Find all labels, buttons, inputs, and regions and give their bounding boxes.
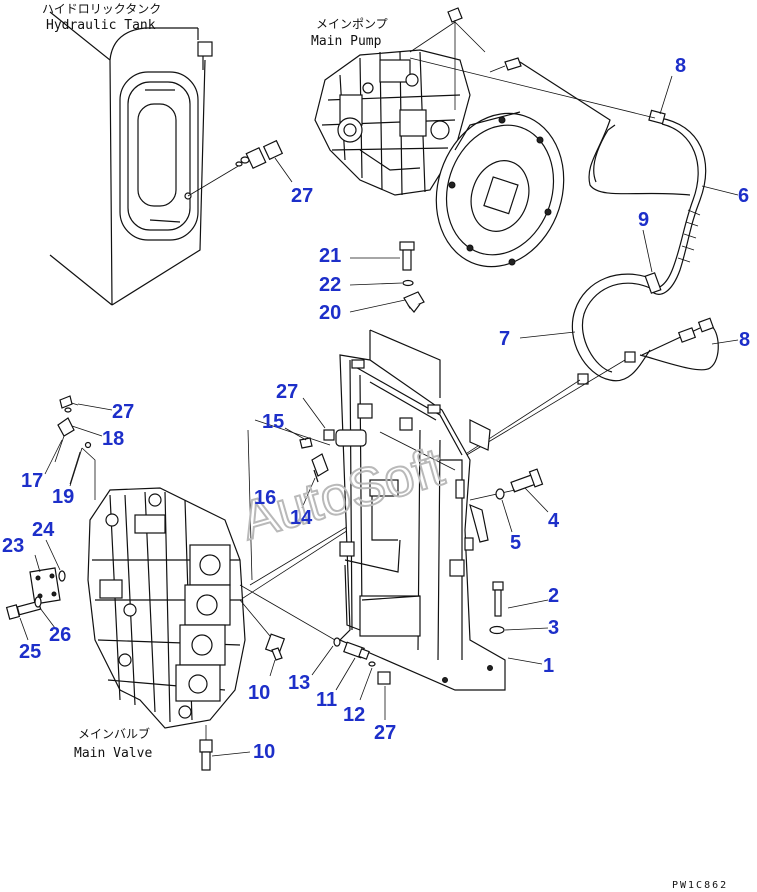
hydraulic-tank-caption-jp: ハイドロリックタンク [42, 2, 161, 16]
callout-leaders [19, 75, 739, 757]
callout-11: 11 [316, 689, 337, 711]
callout-7: 7 [499, 328, 510, 350]
callout-14: 14 [290, 507, 313, 529]
bolt-2 [492, 581, 504, 617]
callout-26: 26 [49, 624, 71, 646]
callout-10-lower: 10 [253, 741, 275, 763]
callout-25: 25 [19, 641, 41, 663]
washer-5 [495, 488, 505, 500]
o-ring-13 [333, 637, 341, 647]
drawing-code: PW1C862 [672, 880, 728, 891]
callout-2: 2 [548, 585, 559, 607]
cap-27-mid [323, 429, 335, 441]
sensor-15 [299, 437, 313, 449]
callout-1: 1 [543, 655, 554, 677]
callout-18: 18 [102, 428, 124, 450]
hydraulic-tank-caption-en: Hydraulic Tank [46, 18, 156, 33]
callout-9: 9 [638, 209, 649, 231]
callout-22: 22 [319, 274, 341, 296]
callout-4: 4 [548, 510, 560, 532]
hose-fittings [577, 109, 715, 385]
callout-27-lower: 27 [374, 722, 396, 744]
washer-3 [489, 625, 505, 635]
callout-15: 15 [262, 411, 284, 433]
callout-24: 24 [32, 519, 55, 541]
callout-8-top: 8 [675, 55, 686, 77]
callout-16: 16 [254, 487, 276, 509]
callout-13: 13 [288, 672, 310, 694]
main-pump-caption-en: Main Pump [311, 34, 382, 49]
callout-12: 12 [343, 704, 365, 726]
valve-cover-23 [29, 567, 61, 605]
sensor-10-lower [199, 739, 213, 771]
callout-23: 23 [2, 535, 24, 557]
hose-6 [519, 61, 707, 295]
bracket-frame [335, 329, 506, 691]
cap-27-low [377, 671, 391, 685]
main-pump-caption-jp: メインポンプ [316, 17, 388, 31]
callout-6: 6 [738, 185, 749, 207]
bolt-4 [469, 468, 544, 501]
callout-19: 19 [52, 486, 74, 508]
tank-fitting [235, 139, 284, 170]
washer-22 [402, 279, 414, 287]
fitting-11 [343, 641, 370, 660]
hose-7 [571, 273, 719, 382]
o-ring-24 [58, 570, 66, 582]
callout-5: 5 [510, 532, 521, 554]
callout-21: 21 [319, 245, 341, 267]
clamp-20 [403, 291, 425, 313]
callout-27-bracket: 27 [276, 381, 298, 403]
callout-3: 3 [548, 617, 559, 639]
callout-20: 20 [319, 302, 341, 324]
callout-27-tank: 27 [291, 185, 313, 207]
callout-27-valve: 27 [112, 401, 134, 423]
o-ring-12 [368, 661, 376, 667]
washer-26 [34, 596, 42, 608]
main-valve [54, 395, 246, 729]
sensor-14 [311, 453, 329, 483]
main-valve-caption-jp: メインバルブ [78, 726, 150, 741]
bolt-21 [399, 241, 415, 271]
main-valve-caption-en: Main Valve [74, 746, 152, 761]
callout-10-upper: 10 [248, 682, 270, 704]
hydraulic-tank [49, 11, 284, 306]
sensor-10-upper [264, 633, 286, 661]
main-pump [314, 7, 565, 268]
callout-17: 17 [21, 470, 43, 492]
callout-8-right: 8 [739, 329, 750, 351]
